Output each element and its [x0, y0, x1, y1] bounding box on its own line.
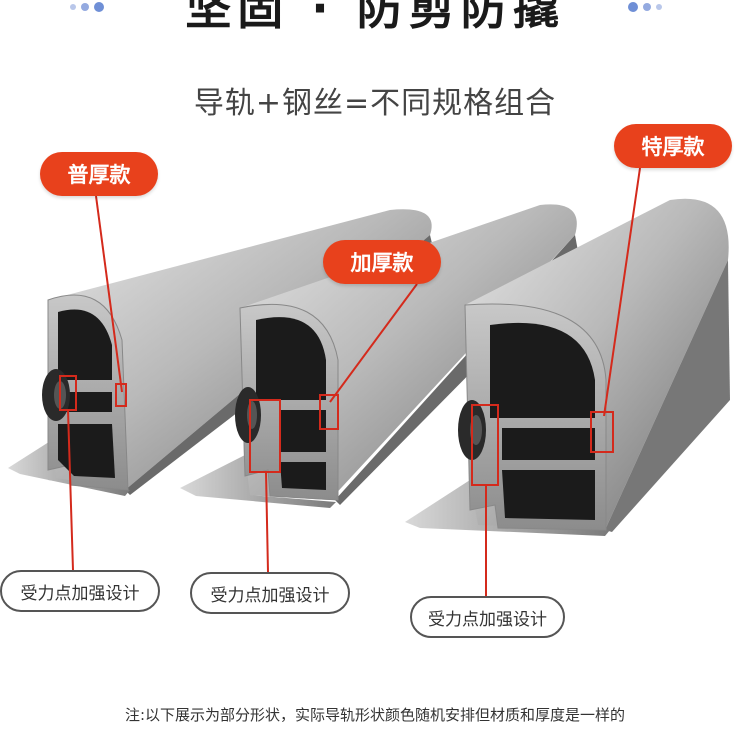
callout-middle: 受力点加强设计: [190, 572, 350, 614]
callout-right: 受力点加强设计: [410, 596, 565, 638]
leader-lines: [59, 167, 641, 597]
tag-thick: 加厚款: [323, 240, 441, 284]
footer-note: 注:以下展示为部分形状，实际导轨形状颜色随机安排但材质和厚度是一样的: [124, 706, 626, 724]
tag-standard: 普厚款: [40, 152, 158, 196]
tag-extra-thick: 特厚款: [614, 124, 732, 168]
decor-dots-right: [628, 2, 662, 12]
rail-extra-thick: [405, 198, 730, 536]
headline: 坚固 · 防剪防撬: [185, 0, 565, 35]
subtitle: 导轨+钢丝=不同规格组合: [193, 86, 557, 121]
callout-left: 受力点加强设计: [0, 570, 160, 612]
decor-dots-left: [70, 2, 104, 12]
